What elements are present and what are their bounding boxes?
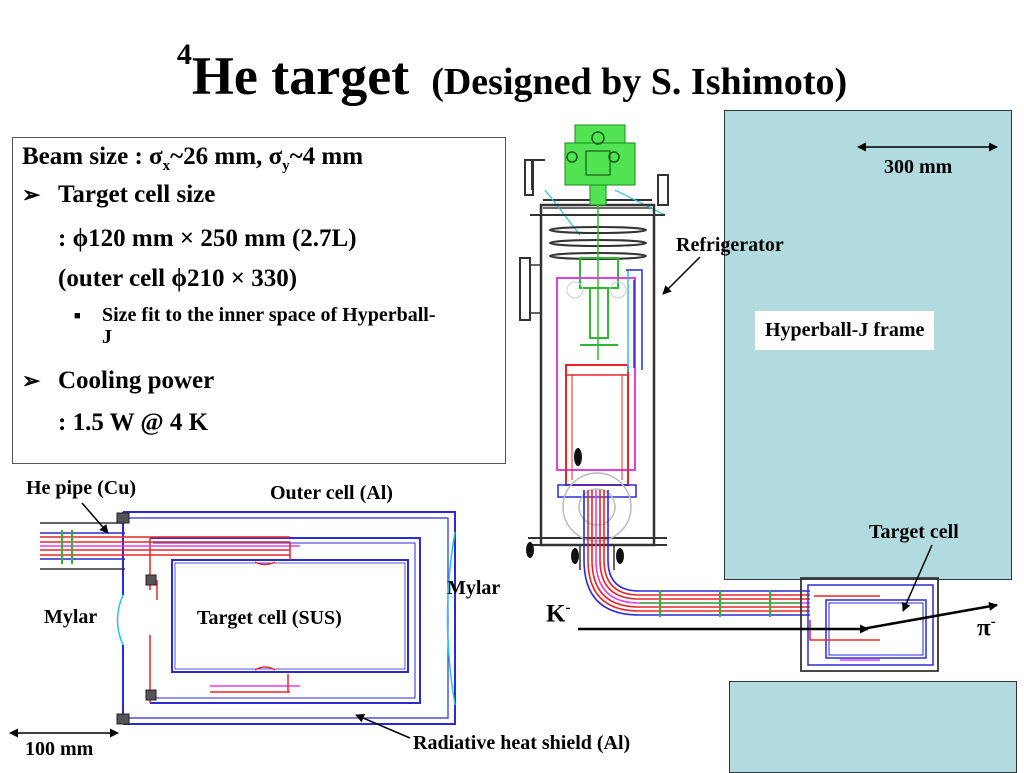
beam-size-line: Beam size : σx~26 mm, σy~4 mm	[22, 143, 364, 174]
cooling-value: : 1.5 W @ 4 K	[58, 409, 209, 436]
label-scale-100mm: 100 mm	[25, 738, 94, 760]
outer-cell-dims: (outer cell ϕ210 × 330)	[58, 265, 298, 292]
pion-track	[861, 601, 998, 631]
bullet-arrow-icon: ➢	[22, 368, 41, 393]
square-bullet-icon: ■	[74, 310, 81, 322]
label-pion: π-	[977, 614, 996, 642]
label-mylar-left: Mylar	[44, 606, 98, 628]
transfer-pipe	[583, 490, 810, 617]
hyperball-frame-lower	[729, 681, 1017, 773]
title-main: He target	[191, 46, 410, 106]
he-vessel	[565, 364, 629, 486]
bullet-arrow-icon: ➢	[22, 182, 41, 207]
refrigerator-head	[564, 124, 636, 360]
hyperball-frame-label: Hyperball-J frame	[755, 311, 935, 350]
page-title: 4He target (Designed by S. Ishimoto)	[0, 38, 1024, 107]
cooling-heading: Cooling power	[58, 367, 215, 394]
spec-box	[12, 137, 506, 464]
label-outer-cell: Outer cell (Al)	[270, 482, 393, 504]
size-fit-note: Size fit to the inner space of Hyperball…	[102, 304, 436, 348]
label-mylar-right: Mylar	[447, 577, 501, 599]
target-cell-dims: : ϕ120 mm × 250 mm (2.7L)	[58, 225, 357, 252]
beam-lines	[578, 601, 998, 634]
label-target-cell: Target cell	[869, 521, 959, 543]
title-superscript: 4	[176, 38, 192, 71]
title-subtitle: (Designed by S. Ishimoto)	[431, 61, 848, 103]
target-cell-heading: Target cell size	[58, 181, 216, 208]
label-he-pipe: He pipe (Cu)	[26, 477, 136, 499]
cryostat-drawing	[519, 124, 669, 570]
label-scale-300mm: 300 mm	[884, 156, 953, 178]
label-refrigerator: Refrigerator	[676, 234, 784, 256]
label-radiative-shield: Radiative heat shield (Al)	[413, 732, 631, 754]
annotation-arrows	[9, 142, 998, 739]
label-target-cell-sus: Target cell (SUS)	[197, 607, 342, 629]
label-kaon: K-	[546, 600, 571, 628]
target-assembly	[800, 577, 939, 672]
target-detail-drawing	[40, 511, 456, 725]
